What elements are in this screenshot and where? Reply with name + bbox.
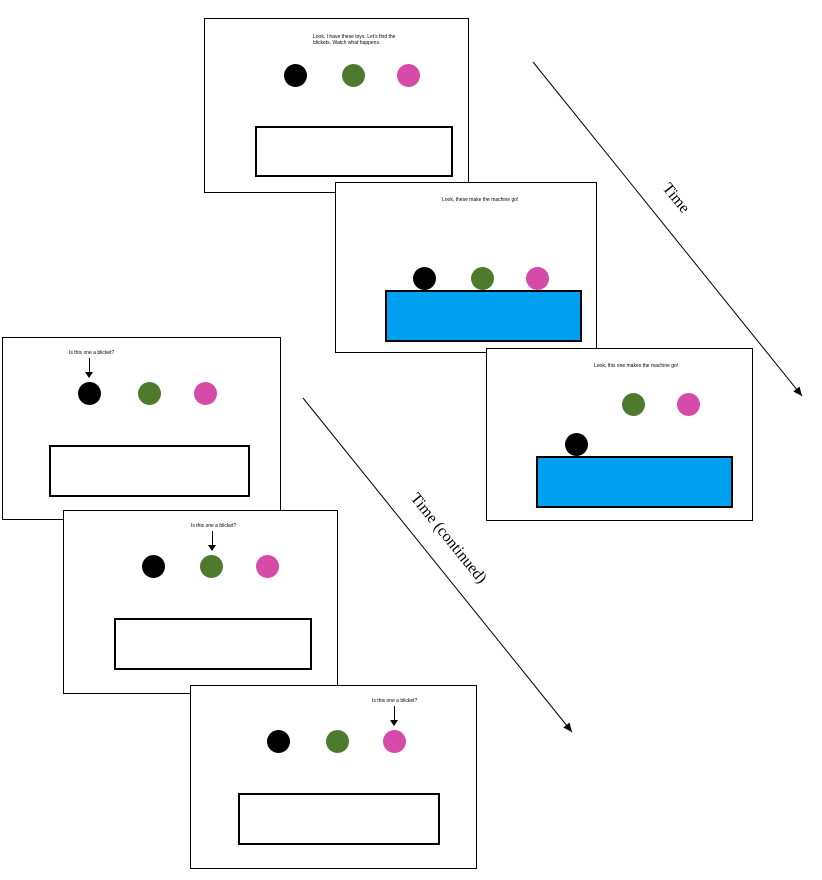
- panel-caption: Is this one a blicket?: [69, 350, 115, 356]
- green-ball: [326, 730, 349, 753]
- panel-caption: Is this one a blicket?: [191, 523, 237, 529]
- panel-caption: Look, I have these toys. Let’s find the …: [313, 34, 396, 46]
- blicket-machine: [114, 618, 312, 670]
- panel-caption: Is this one a blicket?: [372, 698, 418, 704]
- panel-intro: Look, I have these toys. Let’s find the …: [204, 18, 469, 193]
- green-ball: [342, 64, 365, 87]
- pink-ball: [383, 730, 406, 753]
- green-ball: [138, 382, 161, 405]
- blicket-machine: [536, 456, 733, 508]
- query-arrow: [209, 531, 216, 551]
- panel-caption: Look, these make the machine go!: [442, 197, 519, 203]
- pink-ball: [256, 555, 279, 578]
- panel-one-activates: Look, this one makes the machine go!: [486, 348, 753, 521]
- black-ball: [565, 433, 588, 456]
- pink-ball: [677, 393, 700, 416]
- black-ball: [267, 730, 290, 753]
- pink-ball: [526, 267, 549, 290]
- query-arrow: [391, 706, 398, 726]
- green-ball: [471, 267, 494, 290]
- black-ball: [284, 64, 307, 87]
- pink-ball: [194, 382, 217, 405]
- panel-query-green: Is this one a blicket?: [63, 510, 338, 694]
- blicket-machine: [49, 445, 250, 497]
- time-arrow: [532, 61, 803, 397]
- query-arrow: [86, 358, 93, 378]
- black-ball: [142, 555, 165, 578]
- green-ball: [200, 555, 223, 578]
- blicket-machine: [238, 793, 440, 845]
- panel-caption: Look, this one makes the machine go!: [594, 363, 679, 369]
- green-ball: [622, 393, 645, 416]
- blicket-machine: [255, 126, 453, 177]
- blicket-machine: [385, 290, 582, 342]
- pink-ball: [397, 64, 420, 87]
- panel-query-pink: Is this one a blicket?: [190, 685, 477, 869]
- black-ball: [78, 382, 101, 405]
- panel-all-activate: Look, these make the machine go!: [335, 182, 597, 353]
- time-continued-arrow: [302, 397, 573, 733]
- black-ball: [413, 267, 436, 290]
- panel-query-black: Is this one a blicket?: [2, 337, 281, 520]
